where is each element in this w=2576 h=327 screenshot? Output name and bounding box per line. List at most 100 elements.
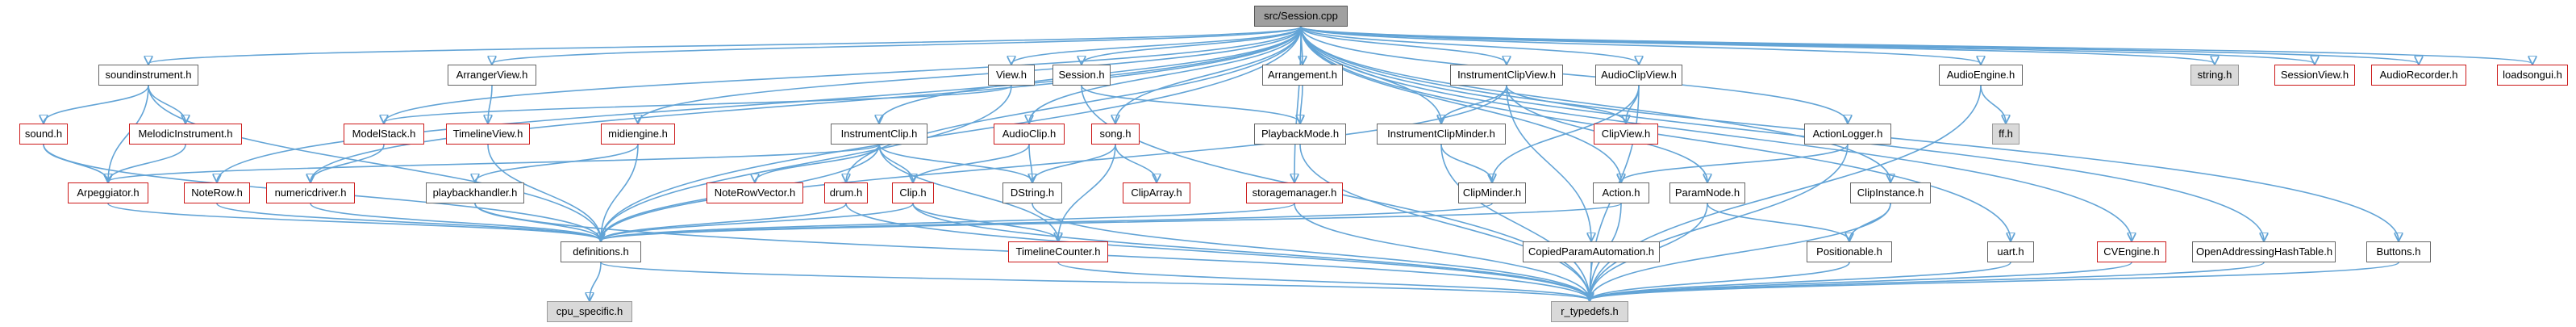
edge-instrumentclip-h-to-dstring-h [878,144,1032,182]
edge-buttons-h-to-r-typedefs-h [1590,262,2399,300]
node-copiedparamautomation-h[interactable]: CopiedParamAutomation.h [1523,241,1660,262]
node-song-h[interactable]: song.h [1091,124,1140,145]
edge-song-h-to-dstring-h [1032,144,1116,182]
node-positionable-h[interactable]: Positionable.h [1807,241,1892,262]
edge-openaddressinghashtable-h-to-r-typedefs-h [1590,262,2265,300]
edge-midiengine-h-to-playbackhandler-h [475,144,639,182]
node-clipminder-h[interactable]: ClipMinder.h [1458,182,1526,203]
node-playbackmode-h[interactable]: PlaybackMode.h [1254,124,1346,145]
node-clip-h[interactable]: Clip.h [892,182,934,203]
node-modelstack-h[interactable]: ModelStack.h [344,124,424,145]
node-instrumentclipminder-h[interactable]: InstrumentClipMinder.h [1377,124,1506,145]
edge-view-h-to-modelstack-h [384,85,1012,123]
edge-noterow-h-to-definitions-h [216,203,601,241]
edge-clip-h-to-timelinecounter-h [912,203,1058,241]
node-noterow-h[interactable]: NoteRow.h [184,182,250,203]
node-action-h[interactable]: Action.h [1593,182,1649,203]
node-cvengine-h[interactable]: CVEngine.h [2097,241,2166,262]
node-arrangement-h[interactable]: Arrangement.h [1262,65,1343,86]
edge-session-cpp-to-cvengine-h [1300,26,2132,241]
node-session-h[interactable]: Session.h [1052,65,1111,86]
edge-action-h-to-definitions-h [601,203,1622,241]
node-view-h[interactable]: View.h [988,65,1035,86]
edge-session-cpp-to-audioclipview-h [1300,26,1639,64]
node-drum-h[interactable]: drum.h [824,182,868,203]
node-sound-h[interactable]: sound.h [19,124,68,145]
edge-timelineview-h-to-definitions-h [487,144,601,241]
node-r-typedefs-h[interactable]: r_typedefs.h [1551,301,1628,322]
edge-modelstack-h-to-numericdriver-h [311,144,385,182]
edge-session-h-to-playbackmode-h [1081,85,1300,123]
edge-cvengine-h-to-r-typedefs-h [1590,262,2132,300]
node-openaddressinghashtable-h[interactable]: OpenAddressingHashTable.h [2192,241,2336,262]
edge-arrangerview-h-to-timelineview-h [488,85,493,123]
node-cpu-specific-h[interactable]: cpu_specific.h [547,301,632,322]
edge-soundinstrument-h-to-sound-h [44,85,149,123]
edge-instrumentclip-h-to-arpeggiator-h [108,144,880,182]
node-soundinstrument-h[interactable]: soundinstrument.h [98,65,198,86]
edge-audioclip-h-to-clip-h [913,144,1030,182]
node-sessionview-h[interactable]: SessionView.h [2274,65,2355,86]
edge-session-cpp-to-audioclip-h [1029,26,1302,123]
edge-audioengine-h-to-ff-h [1980,85,2006,123]
node-session-cpp[interactable]: src/Session.cpp [1254,6,1348,27]
node-audioclipview-h[interactable]: AudioClipView.h [1595,65,1682,86]
edge-session-cpp-to-arrangerview-h [492,26,1302,64]
node-melodicinstrument-h[interactable]: MelodicInstrument.h [129,124,242,145]
node-loadsongui-h[interactable]: loadsongui.h [2497,65,2568,86]
edge-instrumentclipview-h-to-clipview-h [1506,85,1626,123]
edge-session-cpp-to-instrumentclipview-h [1300,26,1507,64]
node-clipinstance-h[interactable]: ClipInstance.h [1850,182,1931,203]
node-audioclip-h[interactable]: AudioClip.h [994,124,1065,145]
edge-arrangement-h-to-playbackmode-h [1300,85,1303,123]
edge-soundinstrument-h-to-definitions-h [148,85,601,241]
edge-storagemanager-h-to-r-typedefs-h [1294,203,1590,300]
edge-session-cpp-to-numericdriver-h [311,26,1302,182]
node-dstring-h[interactable]: DString.h [1002,182,1062,203]
edge-instrumentclip-h-to-noterowvector-h [755,144,880,182]
edge-audioclipview-h-to-clipminder-h [1492,85,1640,182]
node-arrangerview-h[interactable]: ArrangerView.h [448,65,536,86]
edge-session-cpp-to-modelstack-h [384,26,1302,123]
node-numericdriver-h[interactable]: numericdriver.h [266,182,355,203]
edge-drum-h-to-definitions-h [601,203,847,241]
node-cliparray-h[interactable]: ClipArray.h [1123,182,1190,203]
edge-definitions-h-to-cpu-specific-h [590,262,602,300]
edge-view-h-to-definitions-h [601,85,1012,241]
edge-session-cpp-to-audioengine-h [1300,26,1981,64]
edge-paramnode-h-to-positionable-h [1707,203,1849,241]
node-instrumentclip-h[interactable]: InstrumentClip.h [831,124,927,145]
edge-instrumentclip-h-to-timelinecounter-h [878,144,1058,241]
edge-session-cpp-to-definitions-h [601,26,1302,241]
edge-timelinecounter-h-to-r-typedefs-h [1057,262,1590,300]
node-paramnode-h[interactable]: ParamNode.h [1669,182,1745,203]
node-playbackhandler-h[interactable]: playbackhandler.h [426,182,524,203]
node-timelinecounter-h[interactable]: TimelineCounter.h [1008,241,1108,262]
node-noterowvector-h[interactable]: NoteRowVector.h [707,182,803,203]
edge-instrumentclipview-h-to-definitions-h [601,85,1507,241]
node-uart-h[interactable]: uart.h [1987,241,2034,262]
node-storagemanager-h[interactable]: storagemanager.h [1246,182,1343,203]
edge-session-cpp-to-session-h [1082,26,1302,64]
node-actionlogger-h[interactable]: ActionLogger.h [1804,124,1891,145]
node-ff-h[interactable]: ff.h [1992,124,2020,145]
edge-session-cpp-to-noterow-h [217,26,1302,182]
edge-numericdriver-h-to-definitions-h [310,203,601,241]
node-clipview-h[interactable]: ClipView.h [1594,124,1658,145]
edge-song-h-to-timelinecounter-h [1058,144,1116,241]
node-audioengine-h[interactable]: AudioEngine.h [1939,65,2023,86]
node-arpeggiator-h[interactable]: Arpeggiator.h [68,182,148,203]
node-buttons-h[interactable]: Buttons.h [2366,241,2431,262]
edge-instrumentclipminder-h-to-clipminder-h [1440,144,1492,182]
node-string-h[interactable]: string.h [2190,65,2239,86]
edge-drum-h-to-r-typedefs-h [845,203,1590,300]
node-timelineview-h[interactable]: TimelineView.h [446,124,530,145]
node-audiorecorder-h[interactable]: AudioRecorder.h [2371,65,2466,86]
edge-song-h-to-cliparray-h [1115,144,1157,182]
node-midiengine-h[interactable]: midiengine.h [601,124,675,145]
node-instrumentclipview-h[interactable]: InstrumentClipView.h [1450,65,1563,86]
node-definitions-h[interactable]: definitions.h [561,241,641,262]
edge-session-cpp-to-action-h [1300,26,1621,182]
